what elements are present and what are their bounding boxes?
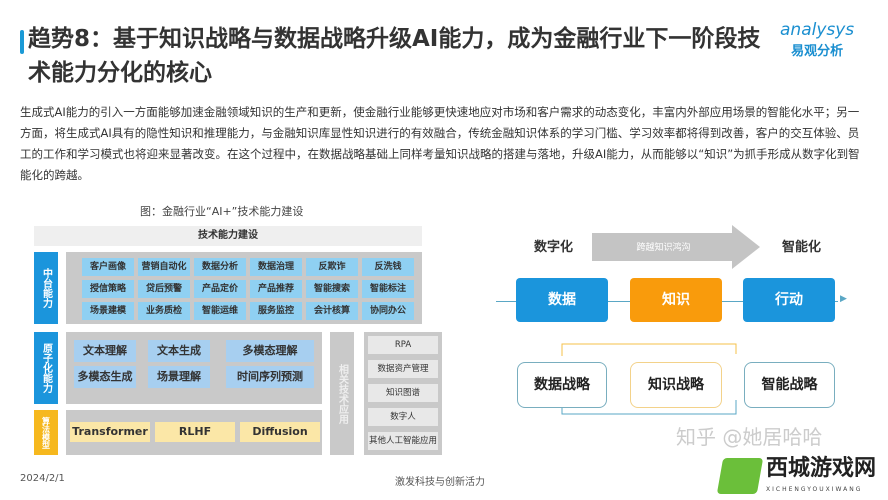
algo-item: RLHF: [155, 422, 235, 442]
atomic-item: 时间序列预测: [226, 366, 314, 388]
related-item: 数字人: [368, 408, 438, 426]
page-title: 趋势8：基于知识战略与数据战略升级AI能力，成为金融行业下一阶段技术能力分化的核…: [28, 26, 761, 86]
footer-center: 激发科技与创新活力: [395, 477, 485, 488]
strategy-intelligence: 智能战略: [744, 362, 835, 408]
middle-item: 产品推荐: [250, 280, 302, 298]
logo-text-cn: 易观分析: [791, 44, 844, 59]
middle-item: 营销自动化: [138, 258, 190, 276]
flow-box-data: 数据: [516, 278, 608, 322]
algo-item: Diffusion: [240, 422, 320, 442]
middle-label: 中台能力: [34, 252, 58, 324]
body-paragraph: 生成式AI能力的引入一方面能够加速金融领域知识的生产和更新，使金融行业能够更快速…: [20, 105, 860, 182]
atomic-item: 多模态理解: [226, 340, 314, 362]
middle-item: 业务质检: [138, 302, 190, 320]
algo-item: Transformer: [70, 422, 150, 442]
atomic-item: 文本理解: [74, 340, 136, 362]
atomic-item: 场景理解: [148, 366, 210, 388]
related-item: 知识图谱: [368, 384, 438, 402]
atomic-label: 原子化能力: [34, 332, 58, 404]
middle-item: 智能运维: [194, 302, 246, 320]
middle-item: 数据分析: [194, 258, 246, 276]
flow-arrowhead-icon: ▶: [840, 294, 847, 304]
middle-item: 智能搜索: [306, 280, 358, 298]
middle-item: 客户画像: [82, 258, 134, 276]
middle-item: 会计核算: [306, 302, 358, 320]
related-item: 数据资产管理: [368, 360, 438, 378]
arrow-icon: [592, 225, 760, 269]
flow-start-label: 数字化: [534, 240, 574, 255]
logo-text-en: analysys: [780, 20, 855, 40]
middle-item: 贷后预警: [138, 280, 190, 298]
middle-item: 授信策略: [82, 280, 134, 298]
related-label: 相关技术应用: [330, 332, 354, 455]
figure-header: 技术能力建设: [34, 226, 422, 246]
footer-date: 2024/2/1: [20, 473, 65, 484]
title-accent-bar: [20, 30, 24, 54]
watermark: 知乎 @她居哈哈: [676, 425, 823, 449]
middle-item: 反欺诈: [306, 258, 358, 276]
flow-box-action: 行动: [743, 278, 835, 322]
related-panel: RPA 数据资产管理知识图谱数字人其他人工智能应用: [364, 332, 442, 455]
site-name: 西城游戏网: [766, 456, 877, 481]
algo-label: 算法模型: [34, 410, 58, 455]
middle-panel: 客户画像营销自动化数据分析数据治理反欺诈反洗钱授信策略贷后预警产品定价产品推荐智…: [66, 252, 422, 324]
related-item: 其他人工智能应用: [368, 432, 438, 450]
site-name-en: XICHENGYOUXIWANG: [766, 486, 863, 493]
middle-item: 数据治理: [250, 258, 302, 276]
related-item: RPA: [368, 336, 438, 354]
figure-caption: 图：金融行业“AI+”技术能力建设: [140, 205, 304, 218]
middle-item: 场景建模: [82, 302, 134, 320]
atomic-panel: 文本理解文本生成多模态理解多模态生成场景理解时间序列预测: [66, 332, 322, 404]
middle-item: 服务监控: [250, 302, 302, 320]
flow-arrow-label: 跨越知识鸿沟: [636, 243, 691, 253]
flow-box-knowledge: 知识: [630, 278, 722, 322]
middle-item: 反洗钱: [362, 258, 414, 276]
site-logo-icon: [716, 458, 764, 494]
middle-item: 智能标注: [362, 280, 414, 298]
middle-item: 产品定价: [194, 280, 246, 298]
analysys-logo: analysys 易观分析: [780, 20, 854, 59]
strategy-data: 数据战略: [517, 362, 607, 408]
atomic-item: 文本生成: [148, 340, 210, 362]
atomic-item: 多模态生成: [74, 366, 136, 388]
middle-item: 协同办公: [362, 302, 414, 320]
flow-end-label: 智能化: [782, 240, 822, 255]
strategy-knowledge: 知识战略: [630, 362, 722, 408]
